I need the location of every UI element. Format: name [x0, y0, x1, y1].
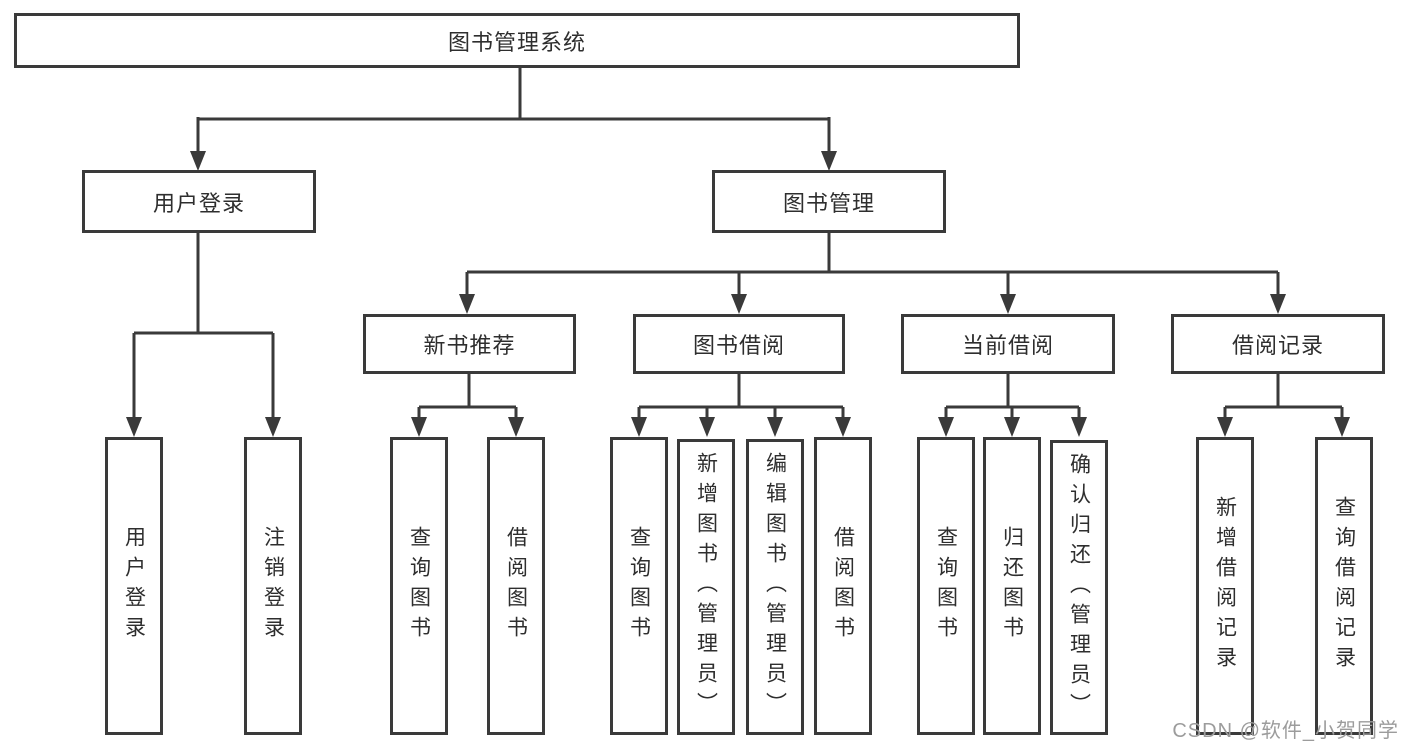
leaf-edit-book-admin: 编辑图书（管理员）: [746, 439, 804, 735]
node-label: 借阅记录: [1231, 333, 1324, 358]
connector-current-to-leaves: [944, 372, 1081, 420]
leaf-label: 查询图书: [407, 526, 431, 646]
node-label: 用户登录: [152, 190, 245, 216]
leaf-borrow-books-recommend: 借阅图书: [487, 437, 545, 735]
leaf-query-books-current: 查询图书: [917, 437, 975, 735]
leaf-add-book-admin: 新增图书（管理员）: [677, 439, 735, 735]
connector-borrow-to-leaves: [637, 372, 845, 420]
leaf-label: 查询借阅记录: [1332, 496, 1356, 676]
leaf-label: 编辑图书（管理员）: [763, 452, 787, 722]
connector-root-to-level2: [196, 66, 831, 154]
leaf-query-books-borrowing: 查询图书: [610, 437, 668, 735]
leaf-label: 确认归还（管理员）: [1067, 452, 1091, 723]
leaf-borrow-books-borrowing: 借阅图书: [814, 437, 872, 735]
node-user-login: 用户登录: [82, 170, 316, 233]
connector-bookmgmt-to-level3: [465, 231, 1280, 297]
node-root: 图书管理系统: [14, 13, 1020, 68]
leaf-user-login: 用户登录: [105, 437, 163, 735]
leaf-logout: 注销登录: [244, 437, 302, 735]
node-borrowing-records: 借阅记录: [1171, 314, 1385, 374]
node-label: 当前借阅: [961, 333, 1054, 358]
arrowheads: [126, 151, 1350, 437]
node-label: 新书推荐: [423, 333, 516, 358]
connector-newbook-to-leaves: [417, 372, 518, 420]
leaf-label: 归还图书: [1000, 526, 1024, 646]
leaf-label: 用户登录: [122, 526, 146, 646]
leaf-query-books-recommend: 查询图书: [390, 437, 448, 735]
node-current-borrowing: 当前借阅: [901, 314, 1115, 374]
leaf-query-borrow-record: 查询借阅记录: [1315, 437, 1373, 735]
csdn-watermark: CSDN @软件_小贺同学: [1172, 720, 1399, 742]
leaf-confirm-return-admin: 确认归还（管理员）: [1050, 440, 1108, 735]
leaf-return-book: 归还图书: [983, 437, 1041, 735]
node-label: 图书管理: [782, 190, 875, 216]
node-book-management: 图书管理: [712, 170, 946, 233]
leaf-label: 查询图书: [627, 526, 651, 646]
node-book-borrowing: 图书借阅: [633, 314, 845, 374]
node-label: 图书借阅: [692, 333, 785, 358]
leaf-label: 新增借阅记录: [1213, 496, 1237, 676]
node-root-label: 图书管理系统: [447, 29, 586, 55]
leaf-label: 查询图书: [934, 526, 958, 646]
leaf-label: 借阅图书: [831, 526, 855, 646]
leaf-label: 借阅图书: [504, 526, 528, 646]
connector-records-to-leaves: [1223, 372, 1344, 420]
leaf-label: 注销登录: [261, 526, 285, 646]
connector-userlogin-to-leaves: [132, 231, 275, 420]
leaf-label: 新增图书（管理员）: [694, 452, 718, 722]
node-new-book-recommendation: 新书推荐: [363, 314, 576, 374]
leaf-add-borrow-record: 新增借阅记录: [1196, 437, 1254, 735]
